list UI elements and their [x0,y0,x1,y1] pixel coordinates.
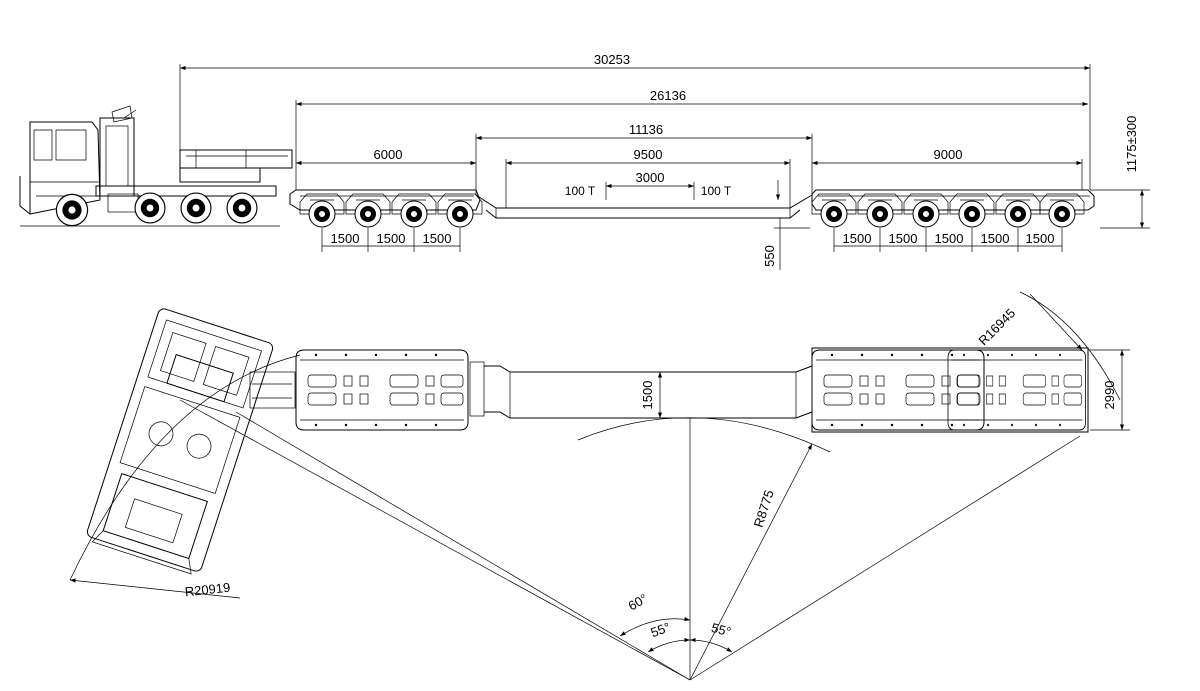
front-axle-spacing-2: 1500 [377,231,406,246]
front-module-side [289,189,483,228]
deck-length-label: 9500 [634,147,663,162]
rear-module-side [811,189,1095,228]
angle-tractor-label: 60° [625,591,650,614]
side-dimensions [179,64,1150,270]
rear-axle-spacing-1: 1500 [843,231,872,246]
rear-axle-spacing-3: 1500 [935,231,964,246]
inner-radius-label: R8775 [751,488,777,529]
rear-axle-spacing-5: 1500 [1026,231,1055,246]
plan-view: 1500 2990 R16945 R8775 R20919 60° 55° 55… [69,291,1130,681]
outer-turn-arc [1019,291,1121,401]
coupling-height-label: 1175±300 [1124,116,1139,173]
overall-length-label: 30253 [594,52,630,67]
radius-lines [69,293,1083,681]
inner-turn-arc [577,417,831,453]
front-module-length-label: 6000 [374,147,403,162]
load-left-label: 100 T [565,184,596,198]
angle-right-label: 55° [710,620,733,640]
rear-axle-spacing-2: 1500 [889,231,918,246]
rear-module-plan-2 [947,349,1087,431]
rear-module-plan-1 [811,349,985,431]
rear-module-length-label: 9000 [934,147,963,162]
trailer-width-label: 2990 [1102,381,1117,410]
load-spacing-label: 3000 [636,170,665,185]
gooseneck-plan [249,371,296,409]
rear-axle-spacing-4: 1500 [981,231,1010,246]
front-axle-spacing-1: 1500 [331,231,360,246]
front-axle-spacing-3: 1500 [423,231,452,246]
deck-span-label: 11136 [629,122,663,137]
deck-side [475,194,813,219]
load-right-label: 100 T [701,184,732,198]
outer-radius-label: R16945 [975,305,1018,348]
side-view: 30253 26136 11136 6000 9500 9000 3000 10… [19,52,1150,270]
tractor-side [19,105,293,227]
trailer-length-label: 26136 [650,88,686,103]
tractor-turn-arc [69,354,301,581]
deck-plan [484,365,813,419]
angle-left-label: 55° [649,619,673,640]
deck-height-label: 550 [762,245,777,267]
tractor-plan [86,308,274,575]
front-module-plan [295,349,469,431]
tractor-radius-label: R20919 [184,580,231,600]
deck-width-label: 1500 [640,381,655,410]
